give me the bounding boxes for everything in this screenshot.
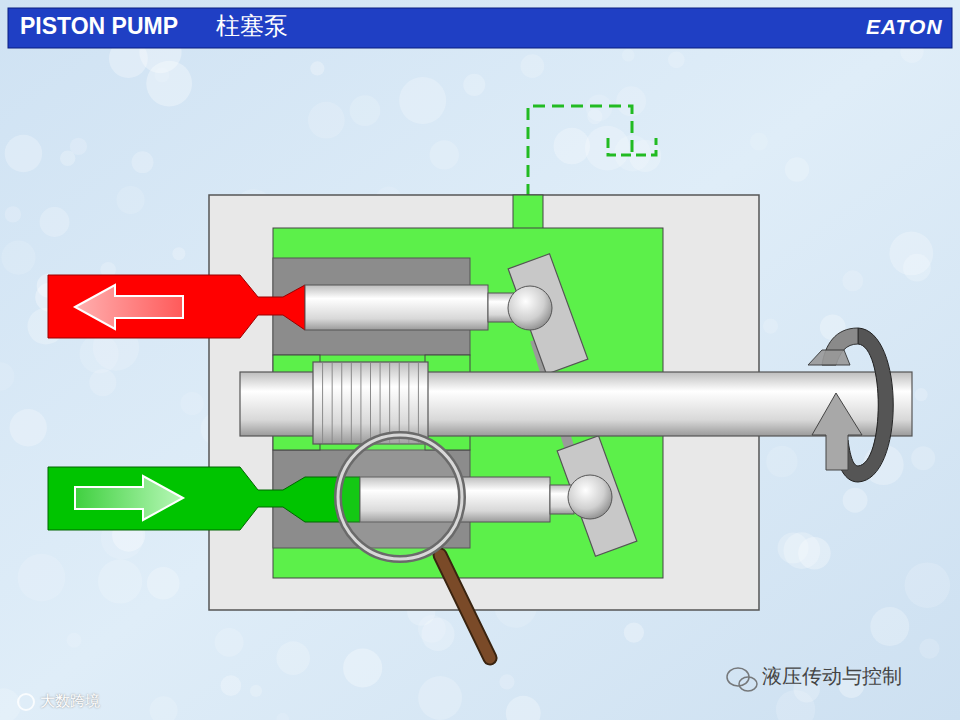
texture-speckle	[150, 696, 178, 720]
texture-speckle	[276, 713, 289, 720]
texture-speckle	[0, 362, 14, 391]
texture-speckle	[905, 562, 950, 607]
title-bar	[8, 8, 952, 48]
shaft-spline	[313, 362, 428, 444]
texture-speckle	[499, 674, 514, 689]
texture-speckle	[622, 49, 635, 62]
texture-speckle	[506, 696, 541, 720]
texture-speckle	[5, 135, 42, 172]
texture-speckle	[554, 128, 591, 165]
watermark: 大数跨境	[40, 693, 100, 710]
texture-speckle	[79, 334, 118, 373]
title: PISTON PUMP	[20, 14, 178, 39]
texture-speckle	[763, 319, 778, 334]
brand-logo: EATON	[866, 15, 943, 38]
texture-speckle	[180, 392, 203, 415]
texture-speckle	[911, 446, 935, 470]
texture-speckle	[870, 607, 909, 646]
texture-speckle	[842, 270, 863, 291]
texture-speckle	[221, 675, 242, 696]
texture-speckle	[67, 633, 82, 648]
texture-speckle	[116, 186, 144, 214]
outlet-arrow	[75, 285, 183, 329]
rotation-arrow	[808, 328, 893, 482]
watermark-icon	[727, 668, 757, 691]
texture-speckle	[919, 638, 939, 658]
texture-speckle	[308, 102, 345, 139]
texture-speckle	[40, 207, 70, 237]
inlet-port	[48, 467, 360, 530]
texture-speckle	[587, 109, 602, 124]
texture-speckle	[783, 532, 820, 569]
texture-speckle	[343, 648, 382, 687]
texture-speckle	[215, 628, 244, 657]
spline-tooth	[351, 363, 352, 443]
texture-speckle	[276, 641, 310, 675]
watermark-logo	[18, 694, 34, 710]
spline-tooth	[332, 363, 333, 443]
texture-speckle	[463, 74, 485, 96]
spline-tooth	[360, 363, 361, 443]
texture-speckle	[399, 77, 446, 124]
spline-tooth	[322, 363, 323, 443]
texture-speckle	[668, 51, 685, 68]
piston	[305, 285, 552, 330]
spline-tooth	[418, 363, 419, 443]
texture-speckle	[60, 150, 75, 165]
texture-speckle	[430, 140, 459, 169]
texture-speckle	[350, 95, 381, 126]
texture-speckle	[750, 133, 768, 151]
texture-speckle	[418, 676, 462, 720]
texture-speckle	[914, 388, 927, 401]
texture-speckle	[310, 61, 324, 75]
drain-line	[528, 106, 632, 196]
texture-speckle	[624, 622, 644, 642]
texture-speckle	[418, 615, 446, 643]
outlet-port	[48, 275, 305, 338]
spline-tooth	[399, 363, 400, 443]
texture-speckle	[10, 409, 47, 446]
texture-speckle	[89, 369, 116, 396]
texture-speckle	[843, 488, 868, 513]
texture-speckle	[18, 554, 66, 602]
spline-tooth	[408, 363, 409, 443]
tank-symbol	[608, 138, 656, 155]
texture-speckle	[785, 157, 809, 181]
spline-teeth	[323, 363, 419, 443]
texture-speckle	[172, 247, 185, 260]
texture-speckle	[98, 559, 142, 603]
texture-speckle	[521, 54, 545, 78]
texture-speckle	[250, 685, 262, 697]
texture-speckle	[889, 232, 933, 276]
texture-speckle	[766, 446, 797, 477]
texture-speckle	[132, 151, 154, 173]
watermark: 液压传动与控制	[762, 665, 902, 687]
magnifying-glass	[338, 435, 490, 658]
texture-speckle	[147, 567, 180, 600]
background-texture	[0, 31, 950, 720]
spline-tooth	[341, 363, 342, 443]
texture-speckle	[5, 206, 21, 222]
spline-tooth	[389, 363, 390, 443]
spline-tooth	[380, 363, 381, 443]
spline-tooth	[370, 363, 371, 443]
texture-speckle	[1, 240, 35, 274]
drain-port	[513, 195, 543, 229]
texture-speckle	[585, 126, 630, 171]
title-chinese: 柱塞泵	[216, 13, 288, 39]
inlet-arrow	[75, 476, 183, 520]
